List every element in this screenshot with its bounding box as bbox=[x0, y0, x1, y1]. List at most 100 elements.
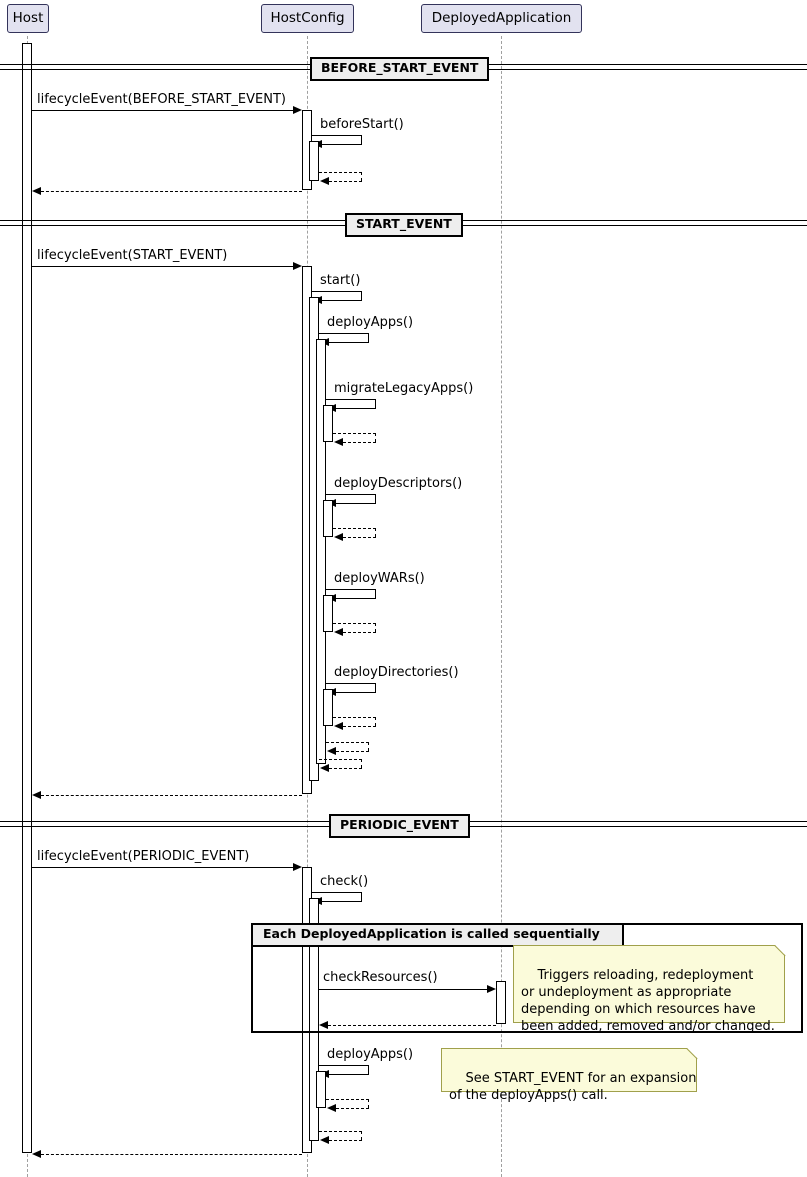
self-arrowhead-return-start bbox=[320, 763, 329, 772]
self-right-check bbox=[361, 892, 362, 901]
self-bot-deploydirectories bbox=[336, 692, 376, 693]
self-top-return-deploydirectories bbox=[333, 717, 376, 718]
self-top-return-before-start bbox=[319, 172, 362, 173]
participant-host[interactable]: Host bbox=[7, 4, 49, 33]
self-right-return-check bbox=[361, 1131, 362, 1140]
self-arrowhead-return-deployapps-periodic bbox=[327, 1103, 336, 1112]
self-arrowhead-return-deploydescriptors bbox=[334, 532, 343, 541]
self-top-return-start bbox=[319, 759, 362, 760]
self-top-before-start bbox=[312, 135, 362, 136]
message-arrowhead-lifecycle-start bbox=[293, 261, 302, 270]
message-label-lifecycle-start: lifecycleEvent(START_EVENT) bbox=[37, 248, 228, 263]
self-top-deploydirectories bbox=[326, 683, 376, 684]
note-deployapps: See START_EVENT for an expansion of the … bbox=[441, 1048, 697, 1103]
note-deployapps-fold bbox=[687, 1048, 697, 1058]
message-label-deploydirectories: deployDirectories() bbox=[334, 665, 459, 680]
note-checkresources: Triggers reloading, redeployment or unde… bbox=[513, 945, 785, 1034]
message-arrowhead-return-before-start bbox=[32, 186, 41, 195]
message-arrowhead-checkresources bbox=[487, 984, 496, 993]
self-arrowhead-return-before-start bbox=[320, 176, 329, 185]
message-label-lifecycle-before-start: lifecycleEvent(BEFORE_START_EVENT) bbox=[37, 92, 286, 107]
message-label-deploydescriptors: deployDescriptors() bbox=[334, 476, 463, 491]
message-arrowhead-lifecycle-before-start bbox=[293, 105, 302, 114]
message-line-checkresources bbox=[319, 989, 487, 990]
message-arrowhead-lifecycle-periodic bbox=[293, 862, 302, 871]
message-label-lifecycle-periodic: lifecycleEvent(PERIODIC_EVENT) bbox=[37, 849, 250, 864]
self-bot-migratelegacyapps bbox=[336, 408, 376, 409]
self-right-return-deployapps-start bbox=[368, 742, 369, 751]
self-bot-check bbox=[322, 901, 362, 902]
message-arrowhead-return-start bbox=[32, 790, 41, 799]
message-line-return-periodic bbox=[41, 1154, 302, 1155]
participant-deployedapplication-label: DeployedApplication bbox=[431, 9, 572, 26]
self-bot-deploydescriptors bbox=[336, 503, 376, 504]
self-top-migratelegacyapps bbox=[326, 399, 376, 400]
message-line-lifecycle-periodic bbox=[32, 867, 298, 868]
self-right-return-start bbox=[361, 759, 362, 768]
lifeline-deployedapplication bbox=[501, 36, 502, 1177]
self-right-before-start bbox=[361, 135, 362, 144]
message-label-deployapps-start: deployApps() bbox=[327, 315, 414, 330]
message-arrowhead-return-checkresources bbox=[319, 1020, 328, 1029]
group-tab-loop: Each DeployedApplication is called seque… bbox=[253, 925, 624, 947]
self-bot-return-deploywars bbox=[343, 632, 376, 633]
message-line-return-start bbox=[41, 795, 302, 796]
self-right-return-deploywars bbox=[375, 623, 376, 632]
self-bot-return-deploydescriptors bbox=[343, 537, 376, 538]
participant-deployedapplication[interactable]: DeployedApplication bbox=[421, 4, 582, 33]
self-bot-return-deploydirectories bbox=[343, 726, 376, 727]
self-bot-deployapps-start bbox=[329, 342, 369, 343]
self-bot-return-deployapps-periodic bbox=[336, 1108, 369, 1109]
self-arrowhead-return-deployapps-start bbox=[327, 746, 336, 755]
self-top-check bbox=[312, 892, 362, 893]
message-label-deploywars: deployWARs() bbox=[334, 571, 425, 586]
self-right-start bbox=[361, 291, 362, 300]
self-bot-deployapps-periodic bbox=[329, 1074, 369, 1075]
self-bot-return-migratelegacyapps bbox=[343, 442, 376, 443]
self-right-migratelegacyapps bbox=[375, 399, 376, 408]
self-arrowhead-return-deploydirectories bbox=[334, 721, 343, 730]
self-top-return-check bbox=[319, 1131, 362, 1132]
self-top-deploydescriptors bbox=[326, 494, 376, 495]
message-line-lifecycle-start bbox=[32, 266, 298, 267]
note-deployapps-text: See START_EVENT for an expansion of the … bbox=[449, 1071, 697, 1103]
self-right-deployapps-start bbox=[368, 333, 369, 342]
self-bot-before-start bbox=[322, 144, 362, 145]
divider-label-periodic-event: PERIODIC_EVENT bbox=[329, 814, 470, 838]
self-arrowhead-return-deploywars bbox=[334, 627, 343, 636]
group-box-loop bbox=[251, 923, 803, 1033]
message-label-deployapps-periodic: deployApps() bbox=[327, 1047, 414, 1062]
note-checkresources-text: Triggers reloading, redeployment or unde… bbox=[521, 968, 775, 1034]
participant-hostconfig[interactable]: HostConfig bbox=[261, 4, 354, 33]
self-top-start bbox=[312, 291, 362, 292]
activation-hostconfig-periodic-2 bbox=[309, 898, 319, 1141]
note-checkresources-fold bbox=[775, 945, 785, 955]
self-top-deployapps-periodic bbox=[319, 1065, 369, 1066]
activation-deployedapplication bbox=[496, 981, 506, 1024]
message-arrowhead-return-periodic bbox=[32, 1149, 41, 1158]
message-label-before-start: beforeStart() bbox=[320, 117, 404, 132]
activation-hostconfig-2 bbox=[309, 141, 319, 181]
activation-host-root bbox=[22, 43, 32, 1153]
self-bot-return-before-start bbox=[329, 181, 362, 182]
self-bot-return-check bbox=[329, 1140, 362, 1141]
self-right-return-deployapps-periodic bbox=[368, 1099, 369, 1108]
self-top-return-migratelegacyapps bbox=[333, 433, 376, 434]
self-right-deploywars bbox=[375, 589, 376, 598]
self-right-return-deploydescriptors bbox=[375, 528, 376, 537]
activation-hostconfig-deploywars bbox=[323, 595, 333, 632]
self-bot-deploywars bbox=[336, 598, 376, 599]
activation-hostconfig-migratelegacyapps bbox=[323, 405, 333, 442]
self-top-return-deploydescriptors bbox=[333, 528, 376, 529]
self-top-return-deploywars bbox=[333, 623, 376, 624]
self-right-deployapps-periodic bbox=[368, 1065, 369, 1074]
self-bot-start bbox=[322, 300, 362, 301]
message-label-migratelegacyapps: migrateLegacyApps() bbox=[334, 381, 474, 396]
divider-label-before-start-event: BEFORE_START_EVENT bbox=[310, 57, 490, 81]
self-arrowhead-return-migratelegacyapps bbox=[334, 437, 343, 446]
activation-hostconfig-periodic-3 bbox=[316, 1071, 326, 1108]
self-bot-return-deployapps-start bbox=[336, 751, 369, 752]
self-top-deployapps-start bbox=[319, 333, 369, 334]
message-label-checkresources: checkResources() bbox=[323, 970, 438, 985]
